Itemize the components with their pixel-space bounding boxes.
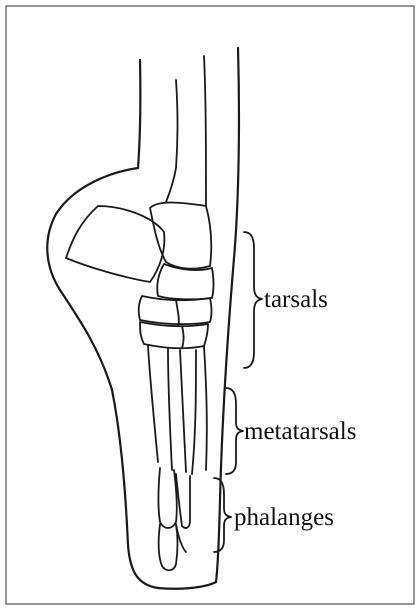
- diagram-frame: [6, 6, 414, 604]
- phalanx-bones: [159, 468, 191, 570]
- tarsals-brace: [244, 232, 262, 368]
- label-metatarsals: metatarsals: [244, 418, 356, 445]
- label-phalanges: phalanges: [234, 504, 334, 531]
- phalanges-brace: [214, 478, 231, 552]
- leg-bones: [166, 56, 206, 205]
- metatarsals-brace: [226, 388, 243, 474]
- label-tarsals: tarsals: [264, 286, 328, 313]
- tarsal-bones: [66, 203, 214, 349]
- metatarsal-bones: [148, 346, 207, 474]
